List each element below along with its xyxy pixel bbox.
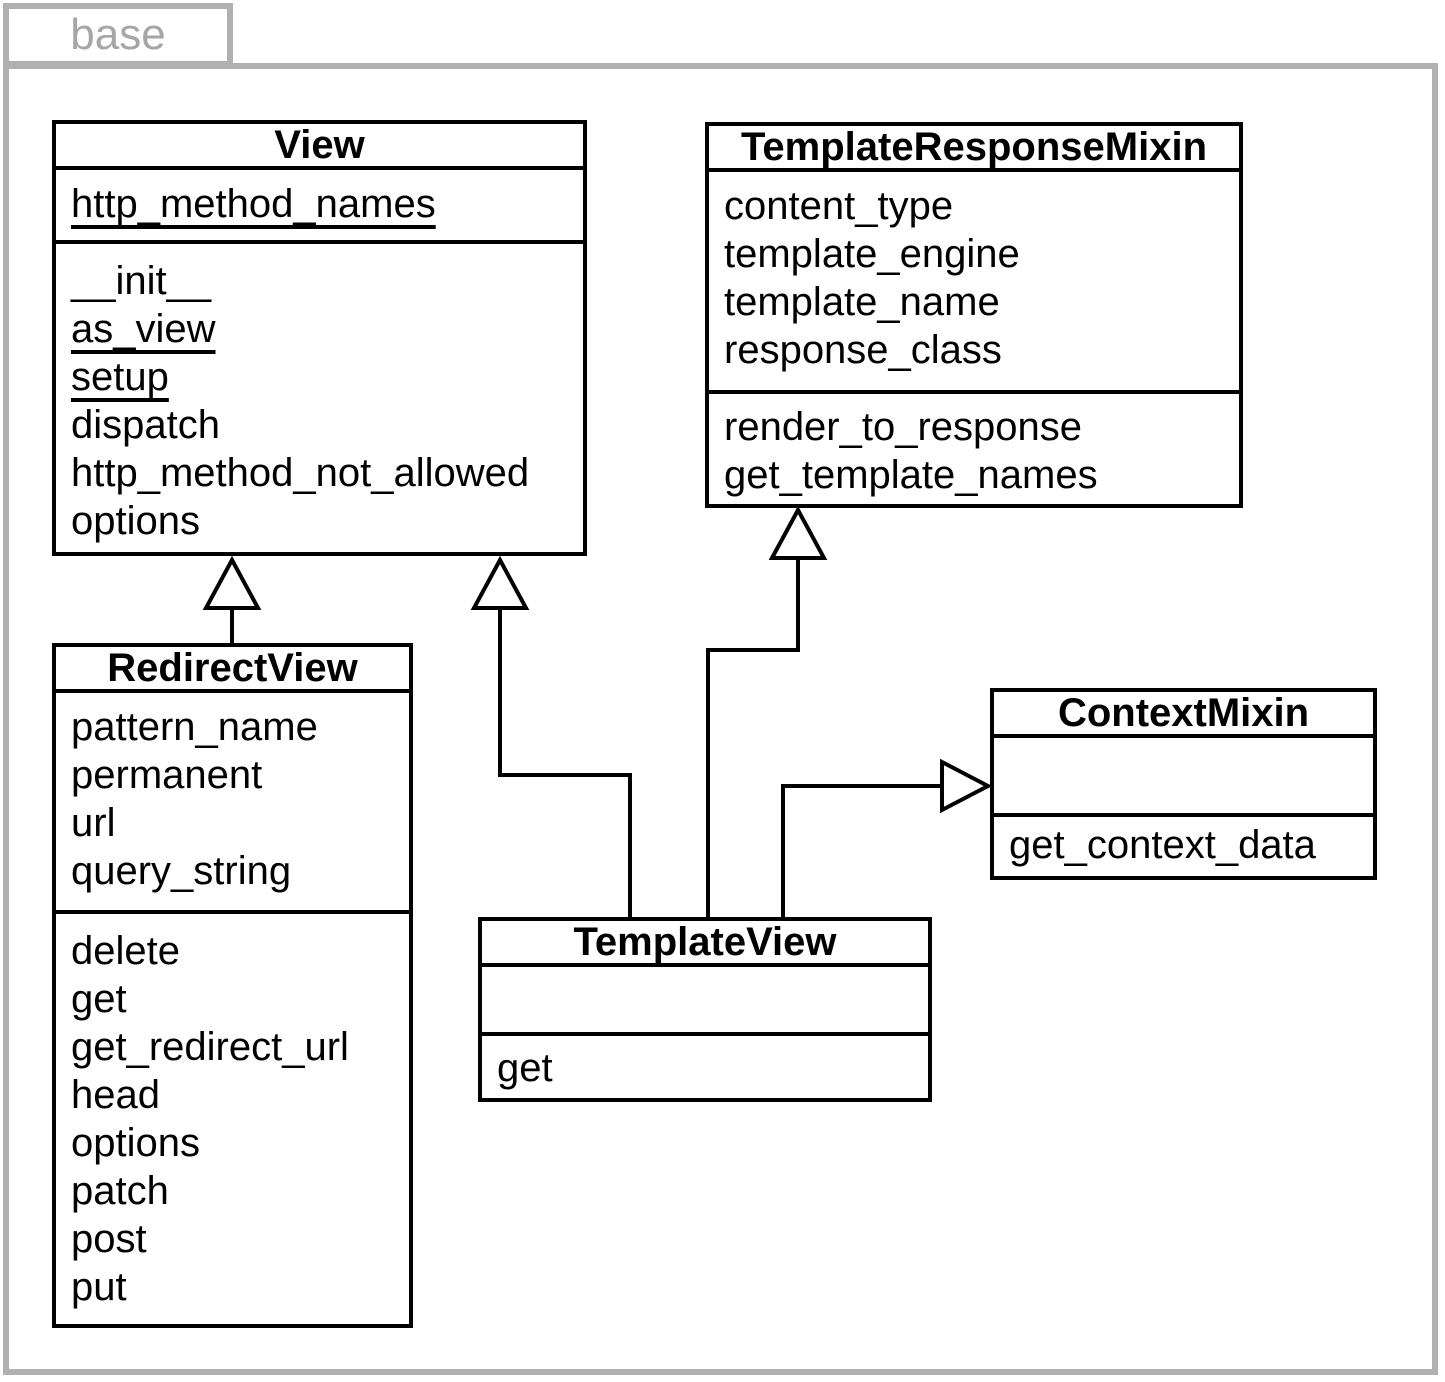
method-post: post bbox=[71, 1217, 147, 1261]
method-patch: patch bbox=[71, 1169, 169, 1213]
class-attributes-templateresponsemixin: content_type template_engine template_na… bbox=[709, 172, 1239, 390]
attribute-pattern-name: pattern_name bbox=[71, 705, 318, 749]
attribute-http-method-names: http_method_names bbox=[71, 182, 436, 226]
method-delete: delete bbox=[71, 929, 180, 973]
inheritance-line-templateview-to-view bbox=[498, 610, 632, 917]
class-methods-view: __init__ as_view setup dispatch http_met… bbox=[56, 240, 583, 545]
inheritance-triangle-templateview-to-view bbox=[470, 555, 530, 610]
class-attributes-templateview bbox=[482, 967, 928, 1032]
attribute-permanent: permanent bbox=[71, 753, 263, 797]
method-put: put bbox=[71, 1265, 127, 1309]
attribute-response-class: response_class bbox=[724, 328, 1002, 372]
inheritance-triangle-templateview-to-templateresponsemixin bbox=[768, 505, 828, 560]
attribute-template-name: template_name bbox=[724, 280, 1000, 324]
method-dispatch: dispatch bbox=[71, 403, 220, 447]
method-options: options bbox=[71, 1121, 200, 1165]
attribute-url: url bbox=[71, 801, 116, 845]
class-title-redirectview: RedirectView bbox=[56, 647, 409, 693]
method-as-view: as_view bbox=[71, 307, 216, 351]
attribute-content-type: content_type bbox=[724, 184, 954, 228]
class-methods-templateresponsemixin: render_to_response get_template_names bbox=[709, 390, 1239, 499]
class-methods-templateview: get bbox=[482, 1032, 928, 1092]
class-box-templateresponsemixin: TemplateResponseMixin content_type templ… bbox=[705, 122, 1243, 508]
method-get-redirect-url: get_redirect_url bbox=[71, 1025, 349, 1069]
class-box-view: View http_method_names __init__ as_view … bbox=[52, 120, 587, 556]
class-title-contextmixin: ContextMixin bbox=[994, 692, 1373, 738]
package-name-label: base bbox=[70, 10, 166, 59]
method-get: get bbox=[497, 1046, 553, 1090]
class-box-templateview: TemplateView get bbox=[478, 917, 932, 1102]
inheritance-line-templateview-to-contextmixin bbox=[781, 784, 942, 917]
class-title-view: View bbox=[56, 124, 583, 170]
attribute-query-string: query_string bbox=[71, 849, 292, 893]
package-tab: base bbox=[3, 3, 233, 67]
inheritance-triangle-redirectview-to-view bbox=[202, 555, 262, 610]
class-attributes-redirectview: pattern_name permanent url query_string bbox=[56, 693, 409, 910]
method-setup: setup bbox=[71, 355, 169, 399]
class-title-templateview: TemplateView bbox=[482, 921, 928, 967]
inheritance-triangle-templateview-to-contextmixin bbox=[940, 758, 993, 814]
class-methods-redirectview: delete get get_redirect_url head options… bbox=[56, 910, 409, 1311]
method-head: head bbox=[71, 1073, 160, 1117]
method-get: get bbox=[71, 977, 127, 1021]
class-box-contextmixin: ContextMixin get_context_data bbox=[990, 688, 1377, 880]
method-get-template-names: get_template_names bbox=[724, 453, 1098, 497]
class-box-redirectview: RedirectView pattern_name permanent url … bbox=[52, 643, 413, 1328]
method-get-context-data: get_context_data bbox=[1009, 823, 1316, 867]
class-attributes-view: http_method_names bbox=[56, 170, 583, 240]
class-attributes-contextmixin bbox=[994, 738, 1373, 813]
method-http-method-not-allowed: http_method_not_allowed bbox=[71, 451, 530, 495]
method-options: options bbox=[71, 499, 200, 543]
class-methods-contextmixin: get_context_data bbox=[994, 813, 1373, 869]
attribute-template-engine: template_engine bbox=[724, 232, 1020, 276]
class-title-templateresponsemixin: TemplateResponseMixin bbox=[709, 126, 1239, 172]
method-render-to-response: render_to_response bbox=[724, 405, 1083, 449]
inheritance-line-templateview-to-templateresponsemixin bbox=[706, 560, 800, 917]
method-init: __init__ bbox=[71, 259, 212, 303]
